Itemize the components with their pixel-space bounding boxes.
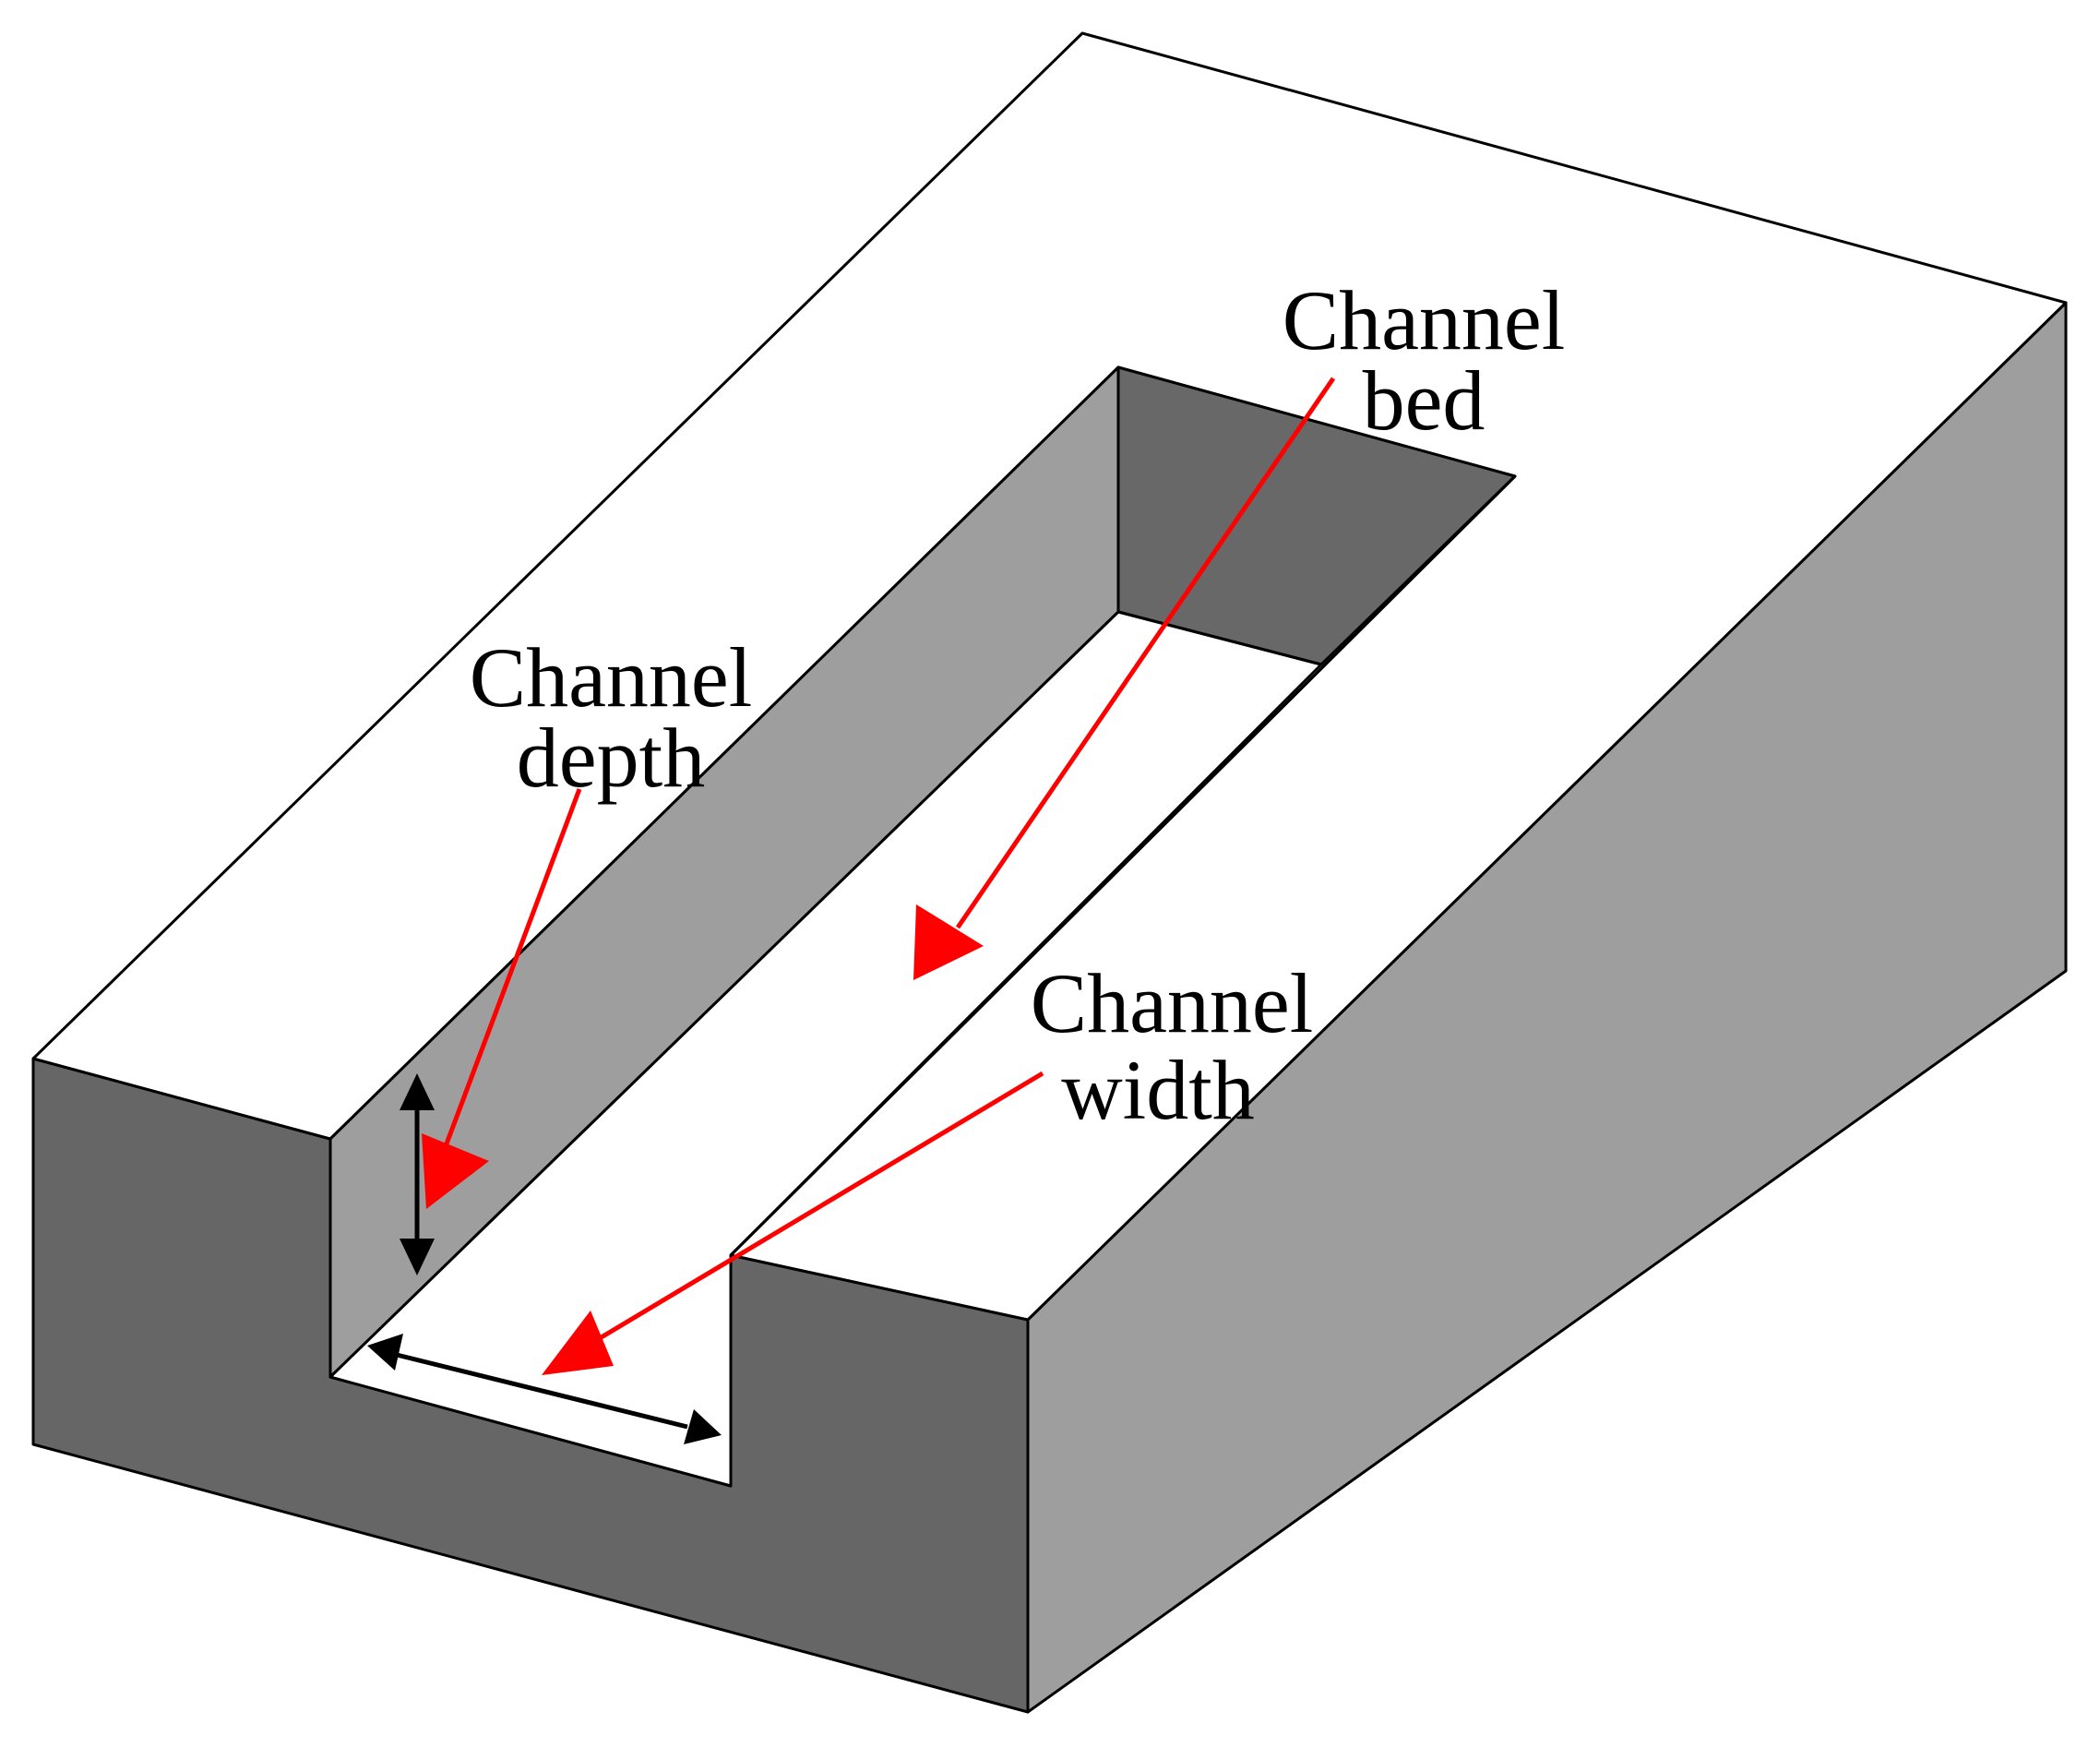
channel-depth-label-line1: Channel bbox=[470, 630, 753, 724]
width-dimension-arrow bbox=[367, 1334, 722, 1444]
channel-width-label-line2: width bbox=[1061, 1043, 1255, 1137]
channel-width-label: Channel width bbox=[1031, 956, 1314, 1137]
channel-depth-label-line2: depth bbox=[517, 711, 705, 805]
depth-dimension-arrow bbox=[400, 1073, 435, 1275]
channel-bed-label: Channel bed bbox=[1283, 273, 1566, 448]
channel-bed-leader-arrow bbox=[913, 377, 1336, 980]
channel-width-label-line1: Channel bbox=[1031, 956, 1314, 1050]
channel-right-top-edge bbox=[729, 474, 1517, 1257]
channel-depth-label: Channel depth bbox=[470, 630, 753, 805]
channel-bed-label-line1: Channel bbox=[1283, 273, 1566, 367]
channel-width-leader-arrow bbox=[542, 1071, 1044, 1375]
channel-bed-back-edge bbox=[1117, 610, 1322, 666]
channel-bed-label-line2: bed bbox=[1363, 353, 1486, 448]
channel-depth-leader-arrow bbox=[422, 788, 582, 1209]
channel-bed-surface bbox=[328, 610, 1323, 1488]
